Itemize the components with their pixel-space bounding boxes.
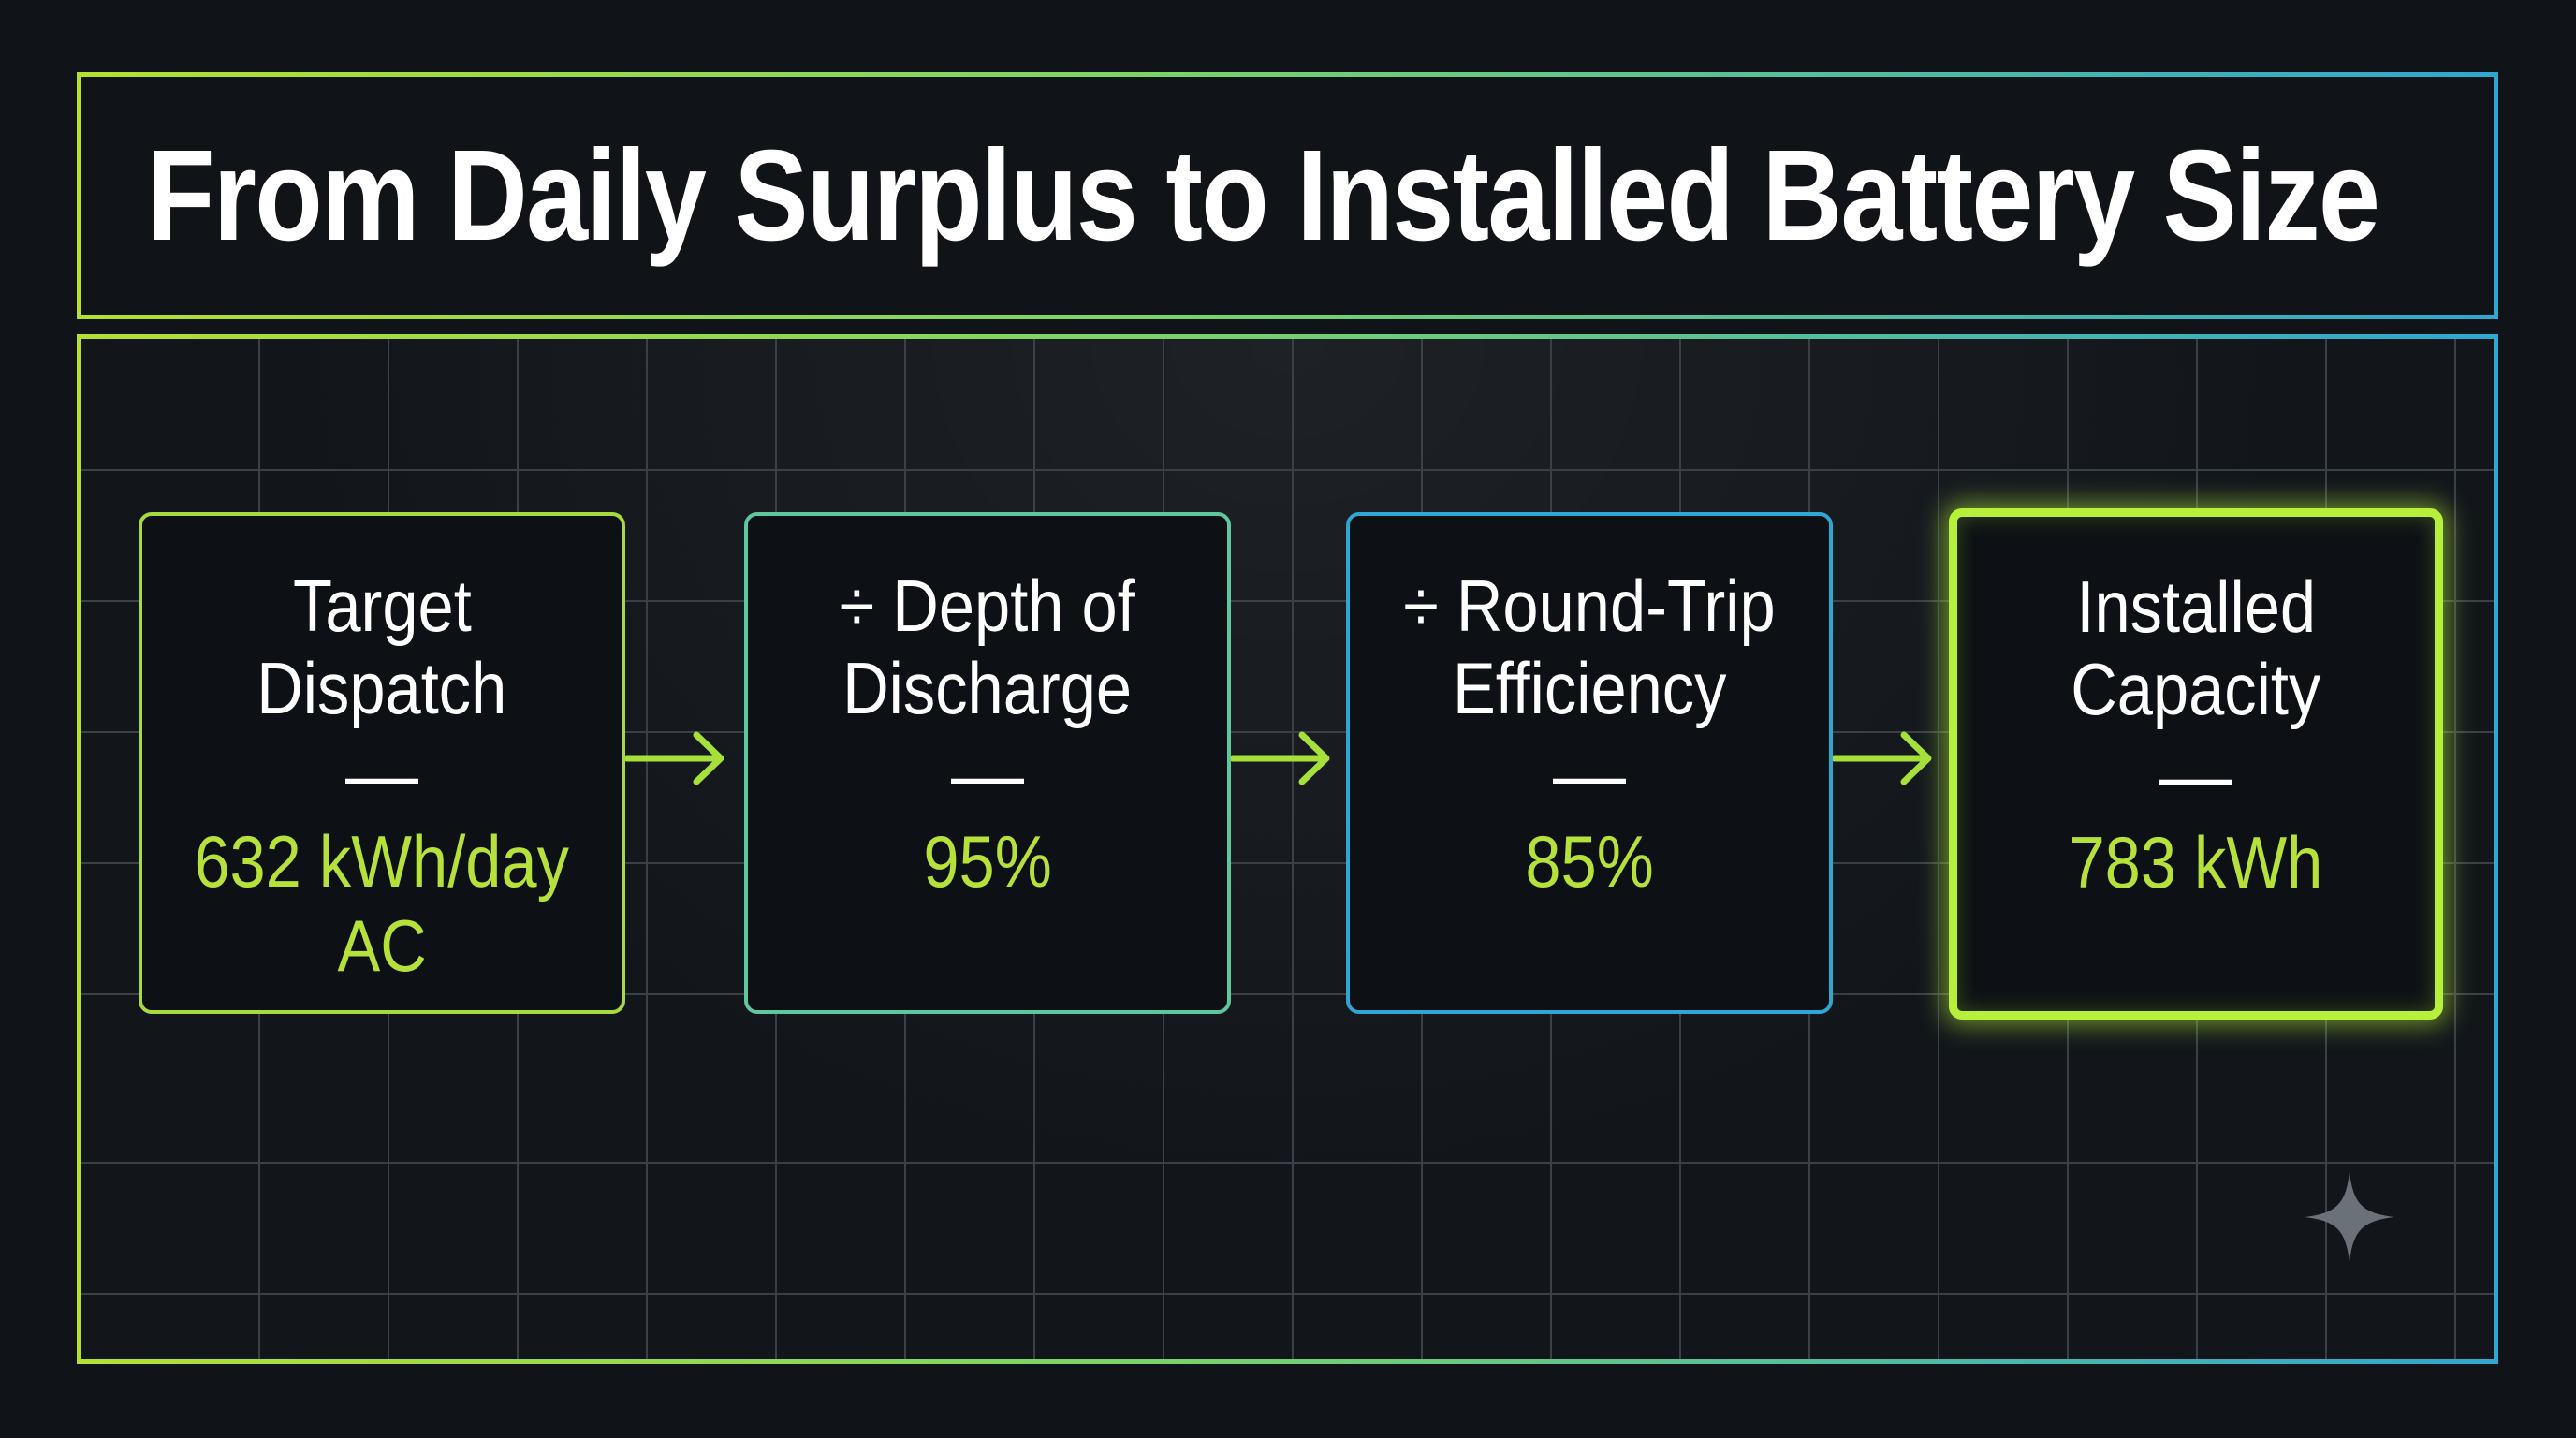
step-separator: — bbox=[2159, 734, 2232, 816]
step-label-line2: Capacity bbox=[2071, 648, 2321, 730]
step-round-trip-efficiency: ÷ Round-Trip Efficiency — 85% bbox=[1346, 512, 1833, 1014]
step-installed-capacity: Installed Capacity — 783 kWh bbox=[1949, 508, 2443, 1020]
step-label-line1: ÷ Round-Trip bbox=[1403, 565, 1776, 647]
step-target-dispatch: Target Dispatch — 632 kWh/day AC bbox=[139, 512, 625, 1014]
step-label-line1: ÷ Depth of bbox=[839, 565, 1136, 647]
step-label-line1: Target bbox=[292, 565, 472, 647]
step-label-line1: Installed bbox=[2076, 565, 2316, 648]
arrow-right-icon bbox=[1231, 731, 1330, 785]
step-depth-of-discharge: ÷ Depth of Discharge — 95% bbox=[744, 512, 1231, 1014]
title-banner: From Daily Surplus to Installed Battery … bbox=[77, 72, 2498, 319]
step-value-line1: 783 kWh bbox=[2069, 821, 2323, 903]
step-value-line1: 85% bbox=[1525, 820, 1654, 902]
step-label-line2: Discharge bbox=[842, 647, 1133, 729]
step-separator: — bbox=[951, 733, 1024, 815]
step-value-line1: 95% bbox=[923, 820, 1052, 902]
step-value-line1: 632 kWh/day bbox=[194, 820, 570, 902]
step-value-line2: AC bbox=[337, 904, 427, 987]
page-title: From Daily Surplus to Installed Battery … bbox=[147, 124, 2380, 268]
step-separator: — bbox=[345, 733, 418, 815]
step-label-line2: Efficiency bbox=[1452, 647, 1727, 729]
arrow-right-icon bbox=[1833, 731, 1932, 785]
sparkle-icon bbox=[2305, 1172, 2394, 1262]
step-separator: — bbox=[1553, 733, 1626, 815]
arrow-right-icon bbox=[625, 731, 724, 785]
step-label-line2: Dispatch bbox=[256, 647, 507, 729]
